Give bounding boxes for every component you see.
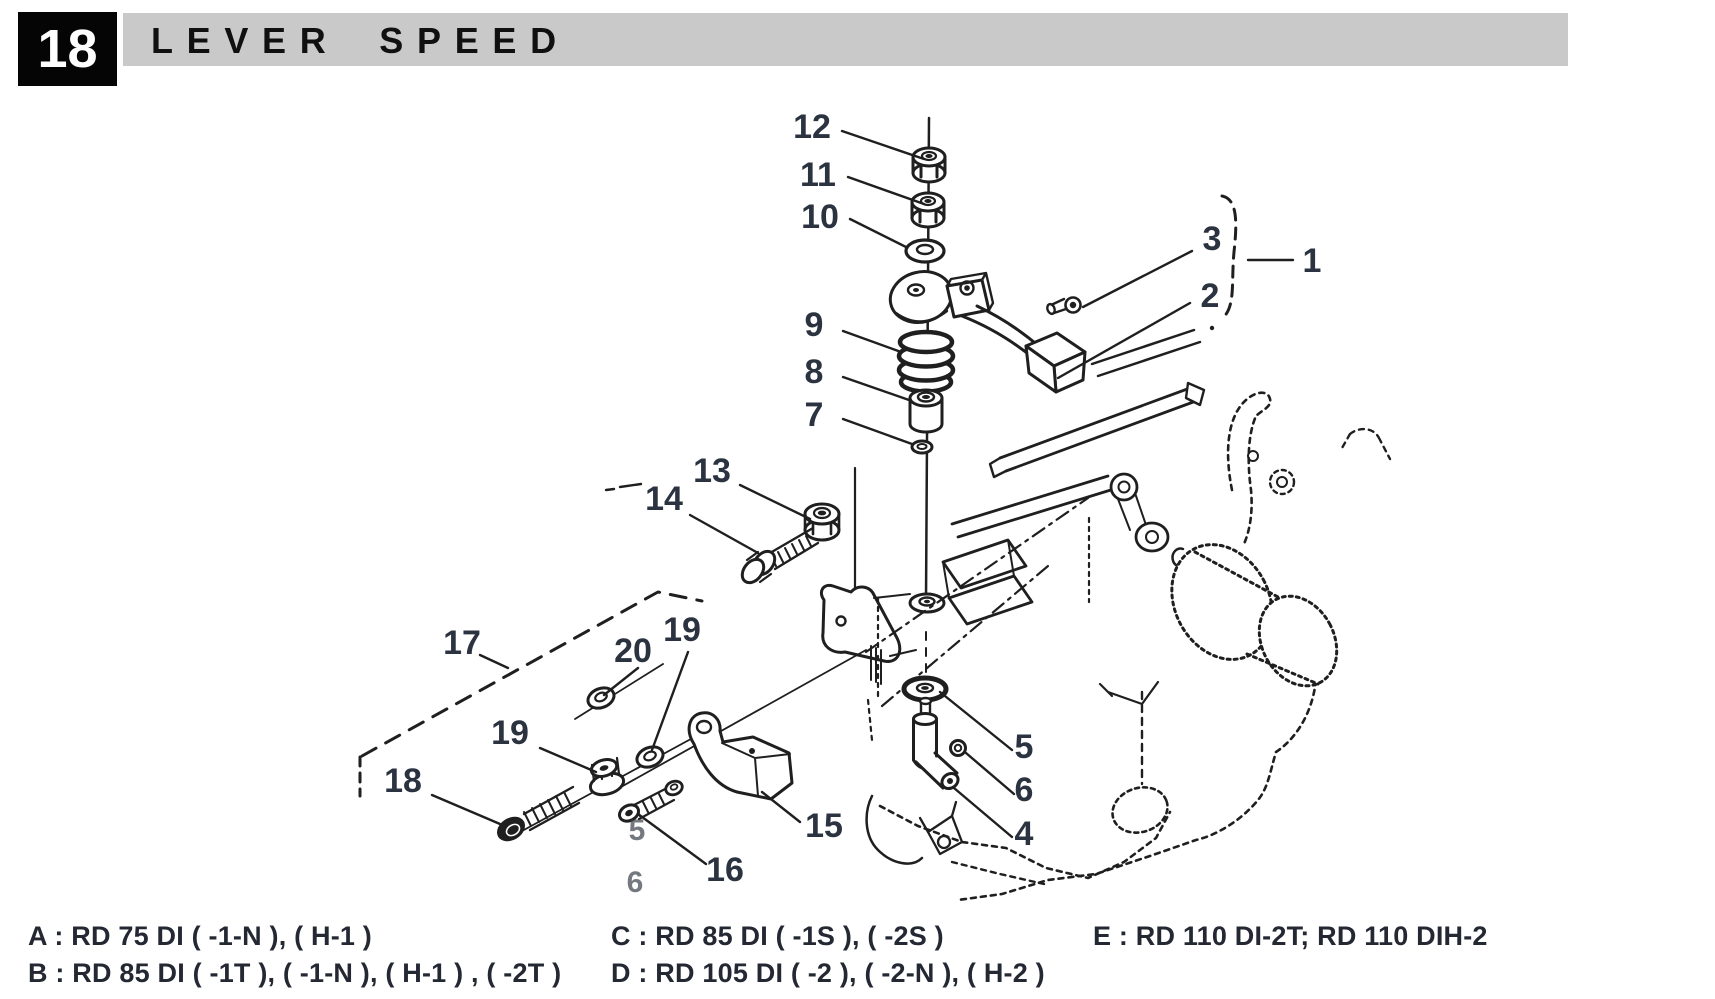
- washer-10: [904, 238, 946, 264]
- leader-line-11: [846, 175, 926, 206]
- bolt-18-assembly: [497, 649, 867, 842]
- footnote-c: C : RD 85 DI ( -1S ), ( -2S ): [611, 921, 944, 951]
- callout-label-20-13: 20: [614, 632, 652, 670]
- support-bracket-15: [687, 711, 794, 801]
- leader-line-10: [848, 217, 908, 249]
- nut-13: [803, 502, 841, 542]
- cylinder: [1170, 543, 1339, 688]
- speed-lever: [888, 270, 1087, 394]
- callout-label-8-7: 8: [805, 353, 824, 391]
- leader-line-12: [840, 129, 926, 161]
- leader-line-2: [1056, 301, 1192, 380]
- dashed-line-17: [358, 590, 704, 798]
- callout-label-18-15: 18: [384, 762, 422, 800]
- callout-label-4-20: 4: [1015, 815, 1034, 853]
- callout-label-11-1: 11: [800, 156, 836, 194]
- nut-11: [910, 191, 946, 229]
- leader-line-9: [841, 329, 903, 354]
- callout-label-19-14: 19: [491, 714, 529, 752]
- bolt-14: [604, 482, 820, 585]
- leader-line-8: [841, 375, 911, 402]
- callout-label-13-9: 13: [693, 452, 731, 490]
- leader-line-16: [636, 812, 708, 866]
- leader-line-14: [688, 513, 760, 555]
- section-number-box: 18: [18, 12, 117, 86]
- pivot-bracket: [819, 583, 946, 685]
- leader-line-5: [938, 690, 1014, 752]
- print-artifact-0: 5: [629, 814, 646, 847]
- callout-label-3-3: 3: [1203, 220, 1222, 258]
- callout-label-6-19: 6: [1015, 771, 1034, 809]
- footnote-b: B : RD 85 DI ( -1T ), ( -1-N ), ( H-1 ) …: [28, 958, 562, 988]
- oring-7: [910, 439, 934, 455]
- nut-12: [911, 146, 947, 184]
- footnote-e: E : RD 110 DI-2T; RD 110 DIH-2: [1093, 921, 1488, 951]
- section-number: 18: [37, 19, 98, 79]
- ring-6: [949, 739, 967, 757]
- callout-label-12-0: 12: [793, 108, 831, 146]
- callout-label-17-11: 17: [443, 624, 481, 662]
- leader-line-17: [478, 653, 510, 670]
- nut-19: [588, 756, 626, 797]
- washer-19: [635, 745, 665, 769]
- leader-line-19: [650, 650, 690, 752]
- footnote-a: A : RD 75 DI ( -1-N ), ( H-1 ): [28, 921, 373, 951]
- callout-label-14-10: 14: [645, 480, 683, 518]
- footnote-d: D : RD 105 DI ( -2 ), ( -2-N ), ( H-2 ): [611, 958, 1045, 988]
- callout-label-15-16: 15: [805, 807, 843, 845]
- print-artifact-1: 6: [627, 866, 644, 899]
- callout-label-19-12: 19: [663, 611, 701, 649]
- leader-line-6: [964, 751, 1016, 796]
- callout-label-9-6: 9: [805, 306, 824, 344]
- joint-4: [912, 696, 960, 791]
- leader-line-7: [841, 417, 914, 446]
- leader-line-20: [602, 666, 640, 697]
- bushing-8: [908, 388, 944, 434]
- leader-line-3: [1081, 249, 1194, 309]
- callout-label-16-17: 16: [706, 851, 744, 889]
- page-title: LEVER SPEED: [151, 20, 570, 61]
- callout-label-2-4: 2: [1201, 277, 1220, 315]
- leader-line-15: [760, 790, 802, 824]
- bolt-16: [617, 779, 684, 823]
- screw-3: [1046, 296, 1082, 316]
- leader-line-19: [538, 746, 598, 774]
- callout-label-7-8: 7: [805, 396, 824, 434]
- engine-housing: [864, 328, 1392, 902]
- title-bar: LEVER SPEED: [123, 13, 1568, 66]
- spring-9: [896, 329, 956, 394]
- callout-label-1-5: 1: [1303, 242, 1322, 280]
- dash-brace-1: [1209, 194, 1238, 331]
- callout-label-5-18: 5: [1015, 728, 1034, 766]
- leader-line-4: [952, 786, 1014, 839]
- leader-line-18: [430, 793, 502, 826]
- leader-line-13: [738, 483, 812, 521]
- callout-label-10-2: 10: [801, 198, 839, 236]
